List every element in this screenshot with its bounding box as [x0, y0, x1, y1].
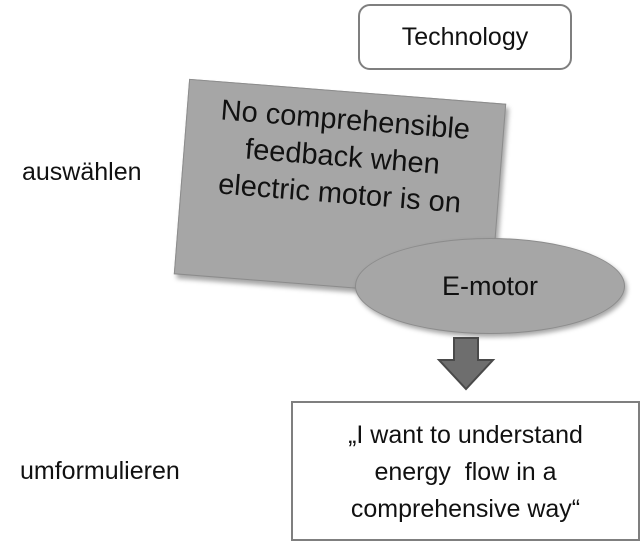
down-arrow-icon: [436, 337, 496, 391]
label-reformulate: umformulieren: [20, 457, 180, 485]
emotor-ellipse: E-motor: [355, 238, 625, 334]
technology-label: Technology: [401, 22, 529, 51]
down-arrow-shape: [436, 337, 496, 391]
requirement-line: comprehensive way“: [350, 495, 581, 523]
requirement-line: „I want to understand: [348, 421, 583, 449]
technology-box: Technology: [358, 4, 572, 70]
emotor-label: E-motor: [441, 270, 539, 301]
requirement-line: energy flow in a: [374, 458, 557, 486]
requirement-box: „I want to understand energy flow in a c…: [291, 401, 640, 541]
label-select: auswählen: [22, 158, 142, 186]
